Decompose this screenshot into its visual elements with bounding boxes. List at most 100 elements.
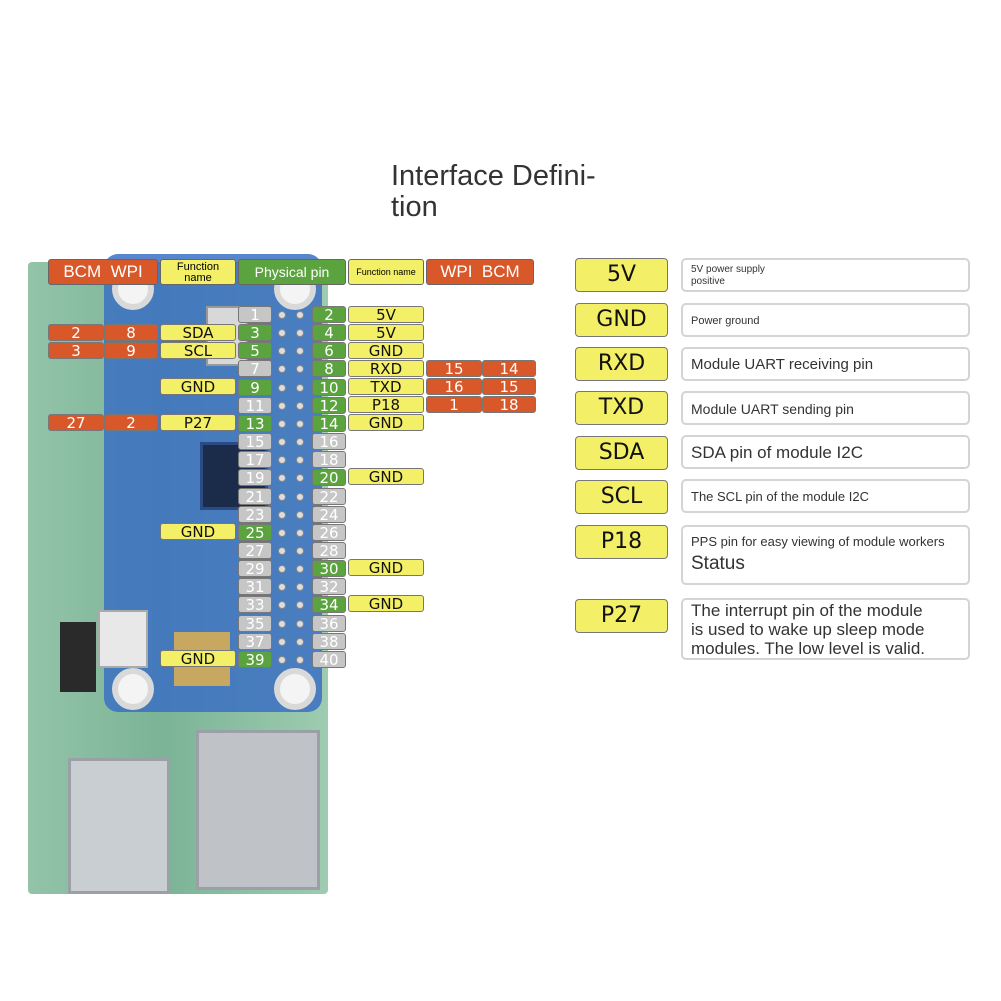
ethernet-port	[196, 730, 320, 890]
pin-hole	[296, 456, 304, 465]
physical-pin-4: 4	[312, 324, 346, 342]
pin-hole	[278, 601, 286, 610]
physical-pin-30: 30	[312, 560, 346, 578]
pin-hole	[278, 492, 286, 501]
header-wpi-right: WPI	[440, 262, 473, 281]
bcm-label: 3	[48, 342, 104, 359]
pin-hole	[296, 510, 304, 519]
physical-pin-33: 33	[238, 596, 272, 614]
physical-pin-21: 21	[238, 487, 272, 505]
function-label: 5V	[348, 306, 424, 323]
definition-desc-sda: SDA pin of module I2C	[681, 435, 970, 469]
physical-pin-9: 9	[238, 378, 272, 396]
function-label: RXD	[348, 360, 424, 377]
pin-hole	[296, 347, 304, 356]
physical-pin-11: 11	[238, 396, 272, 414]
pin-hole	[296, 619, 304, 628]
physical-pin-36: 36	[312, 614, 346, 632]
pin-hole	[296, 401, 304, 410]
pin-hole	[278, 655, 286, 664]
definition-pin-5v: 5V	[575, 258, 668, 292]
physical-pin-16: 16	[312, 433, 346, 451]
pin-hole	[278, 329, 286, 338]
usb-port	[68, 758, 170, 894]
component	[60, 622, 96, 692]
bcm-label: 18	[482, 396, 536, 413]
page-title: Interface Defini- tion	[391, 160, 596, 223]
physical-pin-14: 14	[312, 414, 346, 432]
pin-hole	[296, 546, 304, 555]
pin-hole	[296, 528, 304, 537]
header-function-right: Function name	[348, 259, 424, 285]
bcm-label: 27	[48, 414, 104, 431]
physical-pin-3: 3	[238, 324, 272, 342]
pin-hole	[296, 438, 304, 447]
bcm-label: 15	[482, 378, 536, 395]
bcm-label: 2	[48, 324, 104, 341]
physical-pin-17: 17	[238, 451, 272, 469]
physical-pin-19: 19	[238, 469, 272, 487]
function-label: GND	[348, 559, 424, 576]
pin-hole	[278, 365, 286, 374]
physical-pin-5: 5	[238, 342, 272, 360]
definition-desc-p18-line2: Status	[691, 553, 745, 574]
function-label: 5V	[348, 324, 424, 341]
physical-pin-39: 39	[238, 650, 272, 668]
physical-pin-13: 13	[238, 414, 272, 432]
physical-pin-27: 27	[238, 541, 272, 559]
definition-pin-gnd: GND	[575, 303, 668, 337]
physical-pin-2: 2	[312, 306, 346, 323]
physical-pin-12: 12	[312, 396, 346, 414]
physical-pin-22: 22	[312, 487, 346, 505]
physical-pin-23: 23	[238, 505, 272, 523]
physical-pin-34: 34	[312, 596, 346, 614]
wpi-label: 16	[426, 378, 482, 395]
definition-desc-gnd: Power ground	[681, 303, 970, 337]
physical-pin-37: 37	[238, 632, 272, 650]
pin-hole	[278, 401, 286, 410]
physical-pin-20: 20	[312, 469, 346, 487]
physical-pin-40: 40	[312, 650, 346, 668]
function-label: GND	[160, 650, 236, 667]
definition-desc-txd: Module UART sending pin	[681, 391, 970, 425]
physical-pin-28: 28	[312, 541, 346, 559]
physical-pin-32: 32	[312, 578, 346, 596]
pin-hole	[278, 637, 286, 646]
function-label: P27	[160, 414, 236, 431]
definition-pin-scl: SCL	[575, 480, 668, 514]
wpi-label: 2	[104, 414, 158, 431]
function-label: GND	[348, 595, 424, 612]
wpi-label: 1	[426, 396, 482, 413]
function-label: P18	[348, 396, 424, 413]
mount-hole	[112, 668, 154, 710]
bcm-label: 14	[482, 360, 536, 377]
definition-pin-p27: P27	[575, 599, 668, 633]
pin-hole	[296, 583, 304, 592]
function-label: SCL	[160, 342, 236, 359]
pin-hole	[278, 546, 286, 555]
function-label: TXD	[348, 378, 424, 395]
definition-pin-p18: P18	[575, 525, 668, 559]
pin-hole	[278, 474, 286, 483]
pin-hole	[296, 637, 304, 646]
function-label: GND	[348, 414, 424, 431]
pin-hole	[296, 565, 304, 574]
definition-desc-p27: The interrupt pin of the module is used …	[681, 598, 970, 660]
pin-hole	[278, 619, 286, 628]
header-function-left: Function name	[160, 259, 236, 285]
pin-hole	[278, 583, 286, 592]
pin-hole	[278, 528, 286, 537]
header-wpi-left: WPI	[110, 262, 143, 281]
pin-hole	[296, 601, 304, 610]
pin-hole	[278, 456, 286, 465]
function-label: GND	[348, 468, 424, 485]
definition-desc-p18: PPS pin for easy viewing of module worke…	[681, 525, 970, 585]
function-label: GND	[348, 342, 424, 359]
header-bcm-wpi-left: BCM WPI	[48, 259, 158, 285]
physical-pin-29: 29	[238, 560, 272, 578]
pin-hole	[278, 438, 286, 447]
function-label: GND	[160, 523, 236, 540]
pin-hole	[278, 419, 286, 428]
definition-desc-5v: 5V power supply positive	[681, 258, 970, 292]
physical-pin-35: 35	[238, 614, 272, 632]
